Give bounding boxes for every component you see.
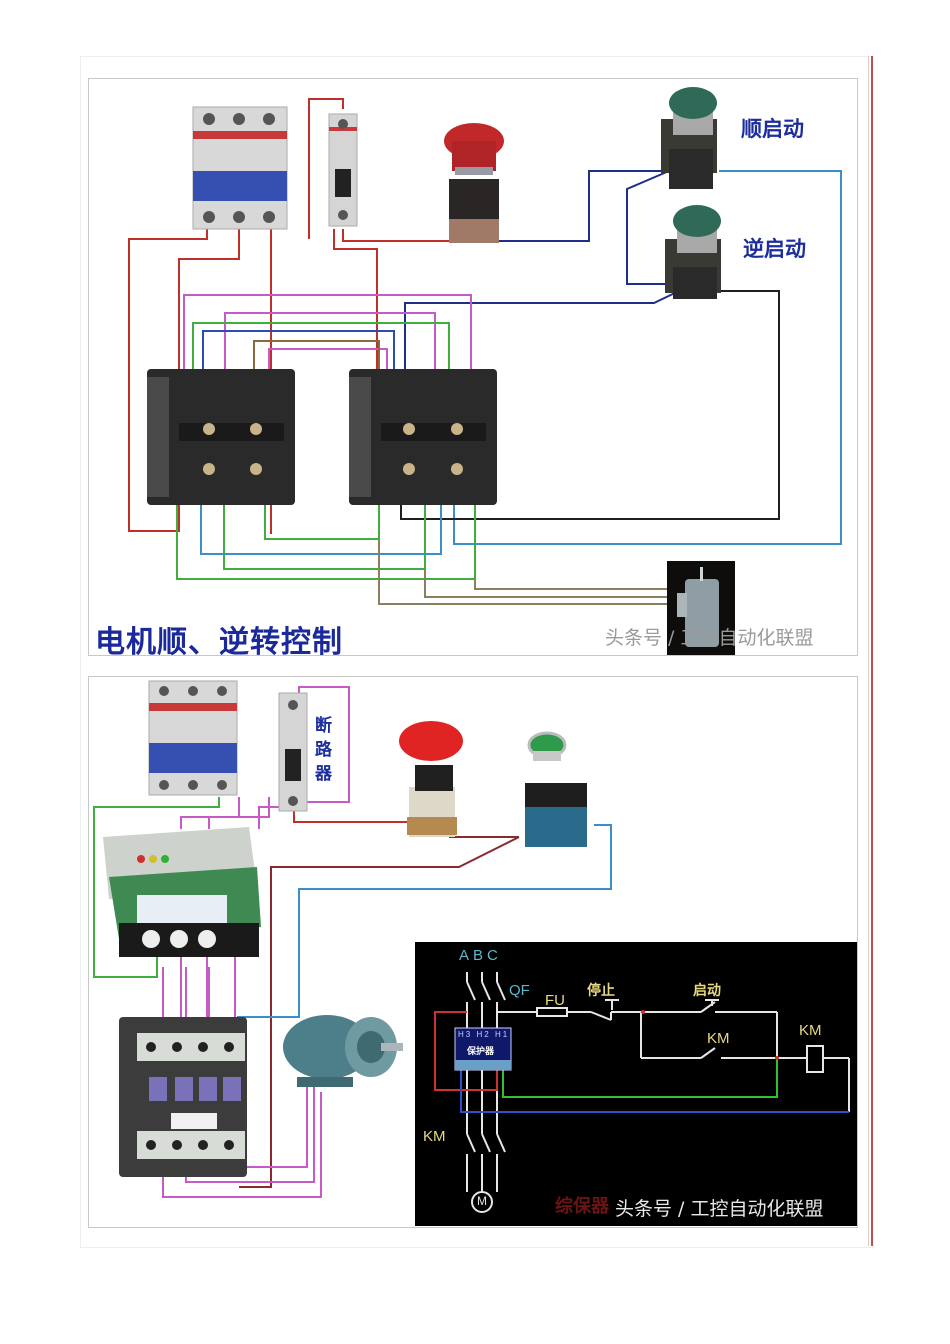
page-edge-shadow <box>868 56 869 1246</box>
wire-red-long <box>239 836 520 1188</box>
phase-a: A <box>459 947 474 964</box>
three-pole-breaker-2 <box>148 680 238 796</box>
wire-green-bottom-3 <box>264 484 380 540</box>
wire-red-4 <box>333 229 378 379</box>
wire-reverse-to-contactor <box>404 290 680 379</box>
wire-blue-bottom <box>200 484 442 555</box>
wire-lightblue <box>237 824 612 1018</box>
breaker-label-1: 断 <box>315 716 332 736</box>
contactor-reverse <box>349 369 497 505</box>
motor-protector <box>103 827 261 957</box>
fu-label: FU <box>545 992 565 1009</box>
single-pole-breaker <box>328 113 358 227</box>
protector-terminal-labels: H3 H2 H1 <box>458 1030 509 1039</box>
schematic-green-wire <box>502 1058 778 1098</box>
emergency-stop-button-2 <box>399 721 463 837</box>
emergency-stop-button <box>444 123 504 243</box>
three-pole-breaker <box>192 106 288 230</box>
schematic-panel: ABC QF FU 停止 启动 KM KM KM H3 H2 H1 保护器 M … <box>415 942 857 1226</box>
wire-motor-2 <box>424 569 669 598</box>
wire-red-2 <box>178 229 240 379</box>
phase-labels: ABC <box>459 947 502 964</box>
schematic-protector-terminals <box>455 1060 511 1070</box>
motor-symbol-label: M <box>477 1194 487 1208</box>
wire-motor-3 <box>474 579 669 590</box>
wire-stop-to-forward <box>499 170 669 242</box>
wire-green-left <box>93 797 220 978</box>
wire-pink-3 <box>268 348 388 379</box>
wire-green-bottom-2 <box>223 484 426 570</box>
start-label: 启动 <box>693 982 721 998</box>
reverse-start-button <box>665 205 721 299</box>
wire-green-top <box>192 322 450 379</box>
schematic-watermark: 头条号 / 工控自动化联盟 <box>615 1198 824 1220</box>
reverse-start-label: 逆启动 <box>743 237 806 261</box>
wire-lightblue-right <box>453 170 842 545</box>
km-coil-label: KM <box>799 1022 822 1039</box>
motor <box>667 561 735 655</box>
wire-black-right <box>400 290 780 520</box>
wire-red-1 <box>128 229 208 532</box>
wire-red-mcb-top <box>308 98 344 239</box>
wire-green-bottom-1 <box>176 484 476 580</box>
breaker-label-3: 器 <box>315 764 332 784</box>
km-main-label: KM <box>423 1128 446 1145</box>
forward-reverse-wiring-diagram: 顺启动 逆启动 电机顺、逆转控制 头条号 / 工控自动化联盟 <box>88 78 858 656</box>
forward-start-label: 顺启动 <box>741 117 804 141</box>
protector-wiring-diagram: 断 路 器 <box>88 676 858 1228</box>
wire-pink-1 <box>183 294 472 379</box>
page-right-border <box>871 56 873 1246</box>
faint-red-caption: 综保器 <box>555 1196 609 1216</box>
forward-start-button <box>661 87 717 189</box>
qf-label: QF <box>509 982 530 999</box>
terminal-h1: H1 <box>494 1030 510 1039</box>
km-contact-label: KM <box>707 1030 730 1047</box>
schematic-red-wire <box>434 1011 498 1091</box>
wire-pink-2 <box>224 312 436 379</box>
start-button-2 <box>525 731 587 847</box>
wire-red-mcb-to-stop <box>342 229 449 242</box>
wiring-diagram-1-graphic <box>128 87 842 655</box>
stop-label: 停止 <box>587 982 615 998</box>
terminal-h3: H3 <box>458 1030 473 1039</box>
protector-label: 保护器 <box>467 1046 495 1056</box>
wire-forward-to-reverse <box>626 170 679 285</box>
wire-motor-1 <box>378 539 669 605</box>
schematic-graphic <box>434 972 850 1213</box>
wires-group <box>128 98 842 605</box>
phase-c: C <box>487 947 502 964</box>
motor-2 <box>283 1015 403 1087</box>
schematic-blue-wire <box>460 1068 849 1113</box>
diagram-title: 电机顺、逆转控制 <box>95 625 343 656</box>
wiring-diagram-2-graphic <box>93 680 612 1198</box>
terminal-h2: H2 <box>476 1030 491 1039</box>
wire-red-mcb-estop <box>293 807 411 823</box>
wire-brown-top <box>253 340 380 379</box>
ac-contactor <box>119 1017 247 1177</box>
single-pole-breaker-2 <box>278 692 308 812</box>
breaker-label-2: 路 <box>315 740 332 760</box>
watermark: 头条号 / 工控自动化联盟 <box>605 627 814 649</box>
wire-blue-top <box>202 330 395 379</box>
contactor-forward <box>147 369 295 505</box>
schematic-lines <box>466 972 850 1213</box>
phase-b: B <box>473 947 488 964</box>
